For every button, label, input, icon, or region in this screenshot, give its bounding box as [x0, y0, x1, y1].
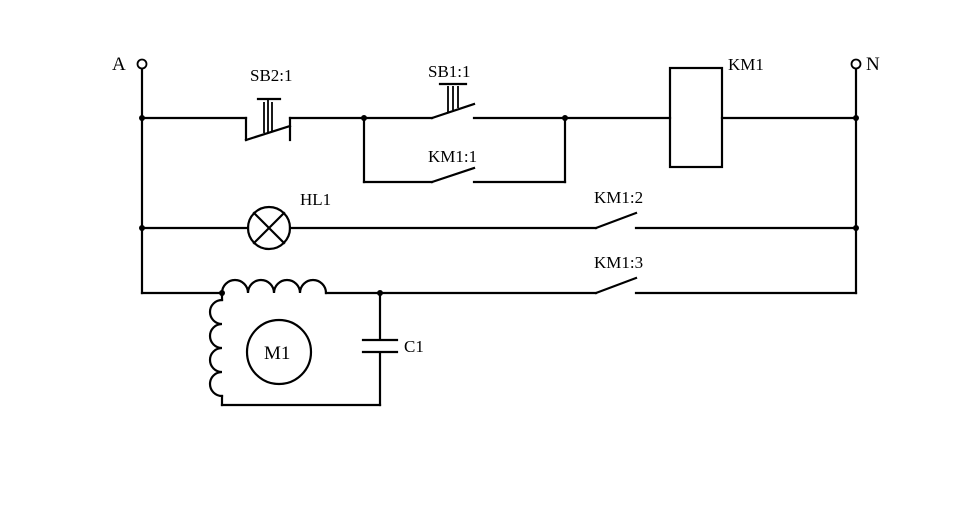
- contactor-coil-km1: KM1: [668, 55, 764, 169]
- junction-dots: [139, 115, 859, 296]
- km1-3-label: KM1:3: [594, 253, 643, 272]
- rung-2: HL1 KM1:2: [140, 188, 858, 251]
- terminal-a-label: A: [112, 54, 126, 75]
- km1-2-label: KM1:2: [594, 188, 643, 207]
- motor-contact-km1-3: KM1:3: [594, 253, 643, 295]
- km1-1-label: KM1:1: [428, 147, 477, 166]
- sb2-label: SB2:1: [250, 66, 293, 85]
- start-button-sb1: SB1:1: [428, 62, 476, 120]
- hold-contact-km1-1: KM1:1: [428, 147, 477, 184]
- terminal-n-label: N: [866, 54, 880, 75]
- rung-3: M1 C1 KM1:3: [140, 253, 858, 407]
- c1-label: C1: [404, 337, 424, 356]
- m1-label: M1: [264, 343, 290, 364]
- km1-coil-label: KM1: [728, 55, 764, 74]
- motor-winding-main: [220, 278, 382, 295]
- lamp-hl1: HL1: [246, 190, 331, 251]
- hl1-label: HL1: [300, 190, 331, 209]
- lamp-contact-km1-2: KM1:2: [594, 188, 643, 230]
- sb1-label: SB1:1: [428, 62, 471, 81]
- capacitor-c1: C1: [361, 291, 424, 407]
- motor-m1: M1: [245, 318, 313, 386]
- stop-button-sb2: SB2:1: [244, 66, 293, 142]
- rung-1: SB2:1 SB1:1 KM1:1 KM1: [140, 55, 858, 184]
- motor-winding-aux: [208, 291, 224, 407]
